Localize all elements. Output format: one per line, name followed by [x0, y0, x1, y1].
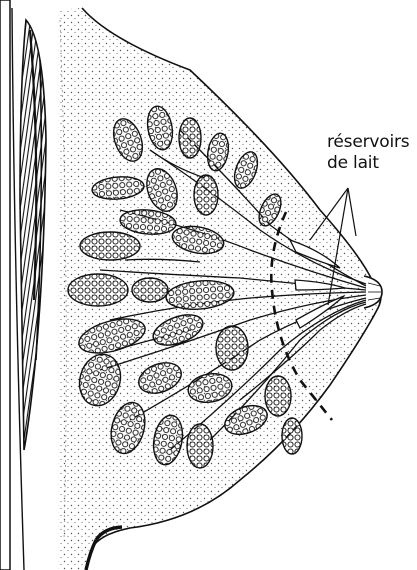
reservoir-label-line-1: réservoirs	[327, 132, 413, 153]
chest-wall	[0, 0, 46, 570]
reservoir-label: réservoirs de lait	[327, 132, 413, 174]
reservoir-label-line-2: de lait	[327, 153, 413, 174]
